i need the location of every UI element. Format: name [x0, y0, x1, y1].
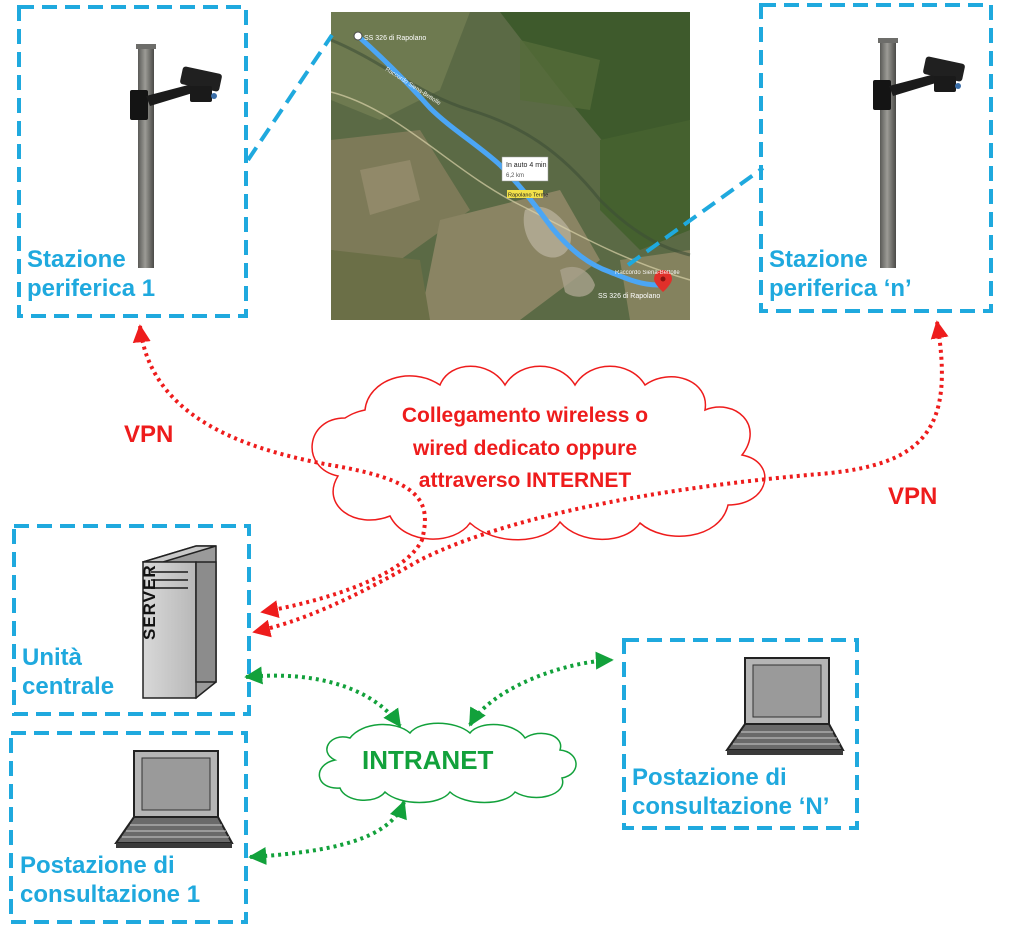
town-label: Rapolano Terme [508, 193, 548, 199]
station-1-label-line1: Stazione [27, 246, 126, 273]
route-time: In auto 4 min [506, 162, 547, 169]
internet-cloud-line1: Collegamento wireless o [401, 404, 649, 427]
camera-pole-n-icon [873, 38, 965, 268]
vpn-right-label: VPN [888, 483, 938, 510]
workstation-n-label: Postazione di consultazione ‘N’ [632, 764, 829, 822]
laptop-n-icon [725, 657, 845, 755]
intranet-link-workstation-1 [248, 800, 407, 865]
camera-pole-1-icon [130, 44, 222, 268]
road-label-raccordo-2: Raccordo Siena-Bettolle [615, 270, 680, 276]
vpn-link-station-n [252, 320, 949, 638]
workstation-n-frame [622, 638, 859, 830]
central-unit-label: Unità centrale [22, 644, 114, 702]
intranet-label: INTRANET [362, 745, 494, 775]
zoom-connector-right [626, 166, 765, 267]
intranet-link-server [244, 666, 402, 728]
road-label-bottom: SS 326 di Rapolano [598, 293, 660, 300]
internet-cloud-line2: wired dedicato oppure [412, 436, 638, 460]
workstation-n-label-line1: Postazione di [632, 764, 787, 791]
workstation-1-label-line2: consultazione 1 [20, 880, 201, 908]
station-n-label: Stazione periferica ‘n’ [769, 246, 912, 304]
central-unit-label-line2: centrale [22, 672, 115, 700]
workstation-1-label: Postazione di consultazione 1 [20, 852, 200, 910]
zoom-connector-left [246, 33, 334, 162]
route-info-box [501, 156, 549, 182]
route-line [355, 33, 661, 288]
satellite-map: In auto 4 min 6,2 km Rapolano Terme SS 3… [330, 12, 691, 320]
vpn-left-label: VPN [124, 421, 174, 448]
internet-cloud-line3: attraverso INTERNET [418, 469, 632, 493]
internet-cloud-label: Collegamento wireless o wired dedicato o… [360, 400, 690, 498]
route-distance: 6,2 km [506, 173, 524, 179]
station-1-frame [17, 5, 248, 318]
workstation-1-label-line1: Postazione di [20, 852, 175, 879]
workstation-n-label-line2: consultazione ‘N’ [632, 792, 830, 820]
intranet-cloud [318, 722, 577, 804]
station-n-label-line1: Stazione [769, 246, 868, 273]
workstation-1-frame [9, 731, 248, 924]
central-unit-label-line1: Unità [22, 644, 82, 671]
road-label-top: SS 326 di Rapolano [364, 35, 426, 42]
intranet-link-workstation-n [468, 651, 614, 727]
station-n-frame [759, 3, 993, 313]
central-unit-frame [12, 524, 251, 716]
server-label: SERVER [140, 564, 159, 640]
laptop-1-icon [114, 750, 234, 848]
station-n-label-line2: periferica ‘n’ [769, 274, 912, 302]
station-1-label-line2: periferica 1 [27, 274, 156, 302]
station-1-label: Stazione periferica 1 [27, 246, 155, 304]
